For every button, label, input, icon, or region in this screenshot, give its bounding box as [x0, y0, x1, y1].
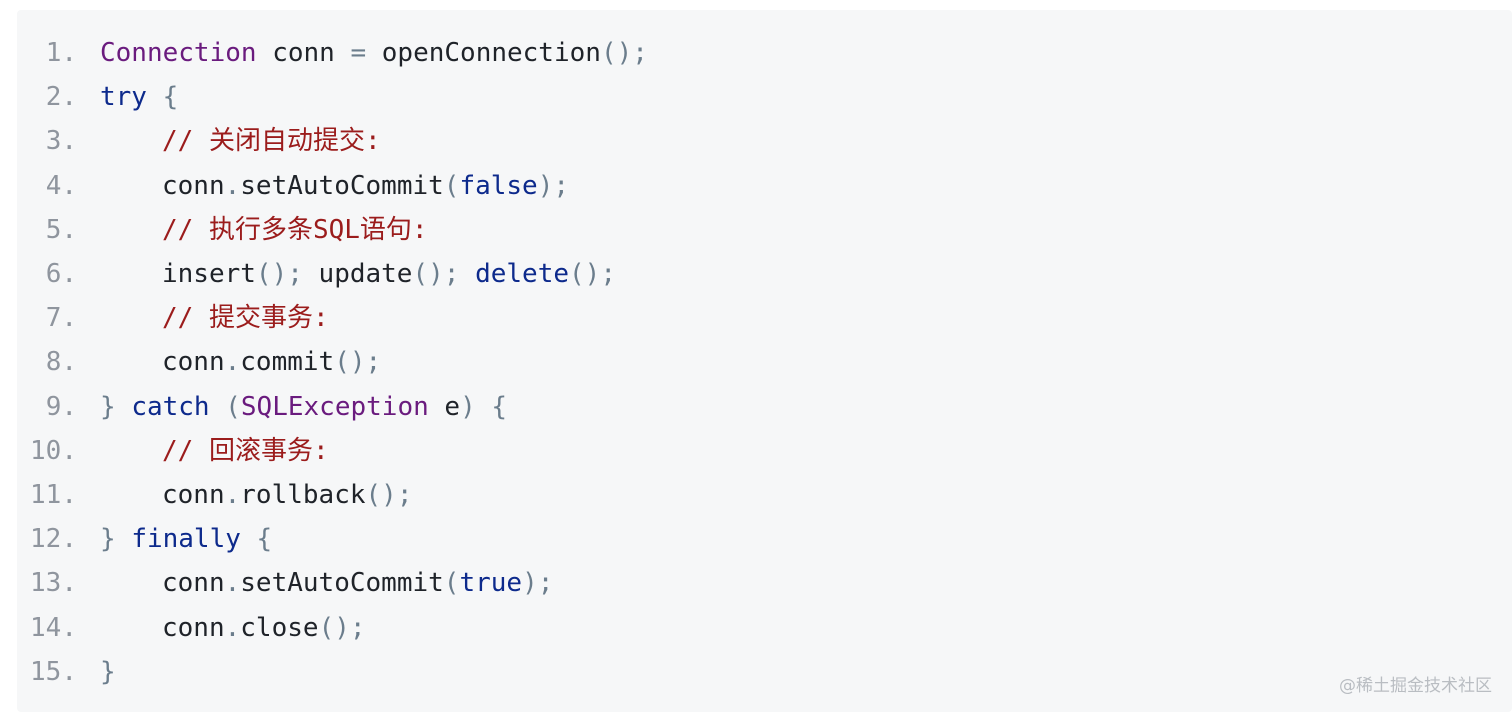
- code-token: ();: [255, 259, 303, 289]
- code-text: conn.rollback();: [100, 473, 412, 517]
- code-text: // 关闭自动提交:: [100, 119, 381, 163]
- code-line: 14. conn.close();: [17, 606, 1512, 650]
- code-token: conn: [162, 170, 225, 201]
- code-token: conn: [162, 480, 225, 510]
- code-text: conn.commit();: [100, 340, 381, 384]
- code-token: SQLException: [240, 391, 429, 422]
- code-token: Connection: [100, 38, 257, 68]
- line-number: 4.: [45, 170, 77, 201]
- code-line: 7. // 提交事务:: [17, 296, 1512, 340]
- code-token: update: [302, 259, 413, 289]
- code-token: openConnection: [366, 38, 601, 68]
- line-number: 12.: [30, 524, 77, 555]
- code-token: ();: [334, 347, 382, 378]
- code-token: (: [443, 170, 460, 201]
- code-token: false: [459, 170, 538, 201]
- line-number: 9.: [45, 391, 77, 422]
- code-line: 4. conn.setAutoCommit(false);: [17, 164, 1512, 208]
- code-text: } finally {: [100, 517, 272, 561]
- line-number: 1.: [45, 38, 77, 68]
- line-number: 2.: [45, 82, 77, 113]
- code-token: setAutoCommit: [240, 568, 444, 599]
- line-number: 6.: [45, 259, 77, 289]
- code-token: setAutoCommit: [240, 170, 444, 201]
- line-number: 10.: [30, 435, 77, 466]
- line-number: 8.: [45, 347, 77, 378]
- code-block: @稀土掘金技术社区 1. Connection conn = openConnec…: [17, 10, 1512, 712]
- code-line: 11. conn.rollback();: [17, 473, 1512, 517]
- code-text: // 执行多条SQL语句:: [100, 208, 428, 252]
- code-line: 15.}: [17, 650, 1512, 694]
- code-token: insert: [162, 259, 256, 289]
- code-token: true: [459, 568, 523, 599]
- code-token: }: [100, 656, 116, 687]
- code-token: ) {: [460, 391, 508, 422]
- code-token: conn: [256, 38, 351, 68]
- code-token: conn: [162, 347, 225, 378]
- code-token: close: [240, 612, 319, 643]
- code-line: 10. // 回滚事务:: [17, 429, 1512, 473]
- code-text: } catch (SQLException e) {: [100, 385, 507, 429]
- line-number: 3.: [45, 126, 77, 157]
- code-text: // 提交事务:: [100, 296, 329, 340]
- line-number: 11.: [30, 480, 77, 510]
- code-token: }: [100, 524, 132, 555]
- code-token: {: [146, 82, 179, 113]
- code-token: ();: [600, 38, 648, 68]
- code-token: ();: [569, 259, 616, 289]
- code-line: 9.} catch (SQLException e) {: [17, 385, 1512, 429]
- code-line: 6.insert(); update(); delete();: [17, 252, 1512, 296]
- code-token: .: [224, 480, 241, 510]
- code-token: }: [100, 391, 132, 422]
- code-token: .: [224, 347, 241, 378]
- code-token: // 提交事务:: [162, 303, 329, 334]
- code-line: 3. // 关闭自动提交:: [17, 119, 1512, 163]
- code-line: 8. conn.commit();: [17, 340, 1512, 384]
- code-token: rollback: [240, 480, 366, 510]
- line-number: 7.: [45, 303, 77, 334]
- code-token: catch: [131, 391, 210, 422]
- code-text: try {: [100, 75, 178, 119]
- code-line: 13. conn.setAutoCommit(true);: [17, 561, 1512, 605]
- code-token: conn: [162, 568, 225, 599]
- code-token: {: [240, 524, 273, 555]
- code-token: );: [537, 170, 570, 201]
- code-token: (: [443, 568, 460, 599]
- code-token: // 关闭自动提交:: [162, 126, 381, 157]
- code-text: conn.close();: [100, 606, 366, 650]
- code-token: );: [522, 568, 554, 599]
- code-token: e: [428, 391, 461, 422]
- line-number: 15.: [30, 656, 77, 687]
- code-token: ();: [412, 259, 460, 289]
- code-token: .: [224, 568, 241, 599]
- code-token: // 回滚事务:: [162, 435, 329, 466]
- line-number: 14.: [30, 612, 77, 643]
- code-token: commit: [240, 347, 335, 378]
- code-token: =: [350, 38, 367, 68]
- line-number: 13.: [30, 568, 77, 599]
- code-token: try: [100, 82, 147, 113]
- code-line: 5. // 执行多条SQL语句:: [17, 208, 1512, 252]
- line-number: 5.: [45, 214, 77, 245]
- code-text: }: [100, 650, 116, 694]
- code-token: conn: [162, 612, 225, 643]
- code-text: Connection conn = openConnection();: [100, 31, 648, 75]
- code-text: insert(); update(); delete();: [100, 252, 616, 296]
- code-line: 12.} finally {: [17, 517, 1512, 561]
- code-token: // 执行多条SQL语句:: [162, 214, 428, 245]
- code-line: 1. Connection conn = openConnection();: [17, 31, 1512, 75]
- code-token: delete: [459, 259, 570, 289]
- code-line: 2. try {: [17, 75, 1512, 119]
- code-token: .: [224, 170, 241, 201]
- watermark: @稀土掘金技术社区: [1339, 676, 1492, 696]
- code-token: .: [224, 612, 241, 643]
- code-text: conn.setAutoCommit(true);: [100, 561, 553, 605]
- code-token: finally: [131, 524, 241, 555]
- code-token: ();: [365, 480, 413, 510]
- code-token: (: [209, 391, 241, 422]
- code-text: // 回滚事务:: [100, 429, 329, 473]
- code-token: ();: [318, 612, 366, 643]
- code-text: conn.setAutoCommit(false);: [100, 164, 569, 208]
